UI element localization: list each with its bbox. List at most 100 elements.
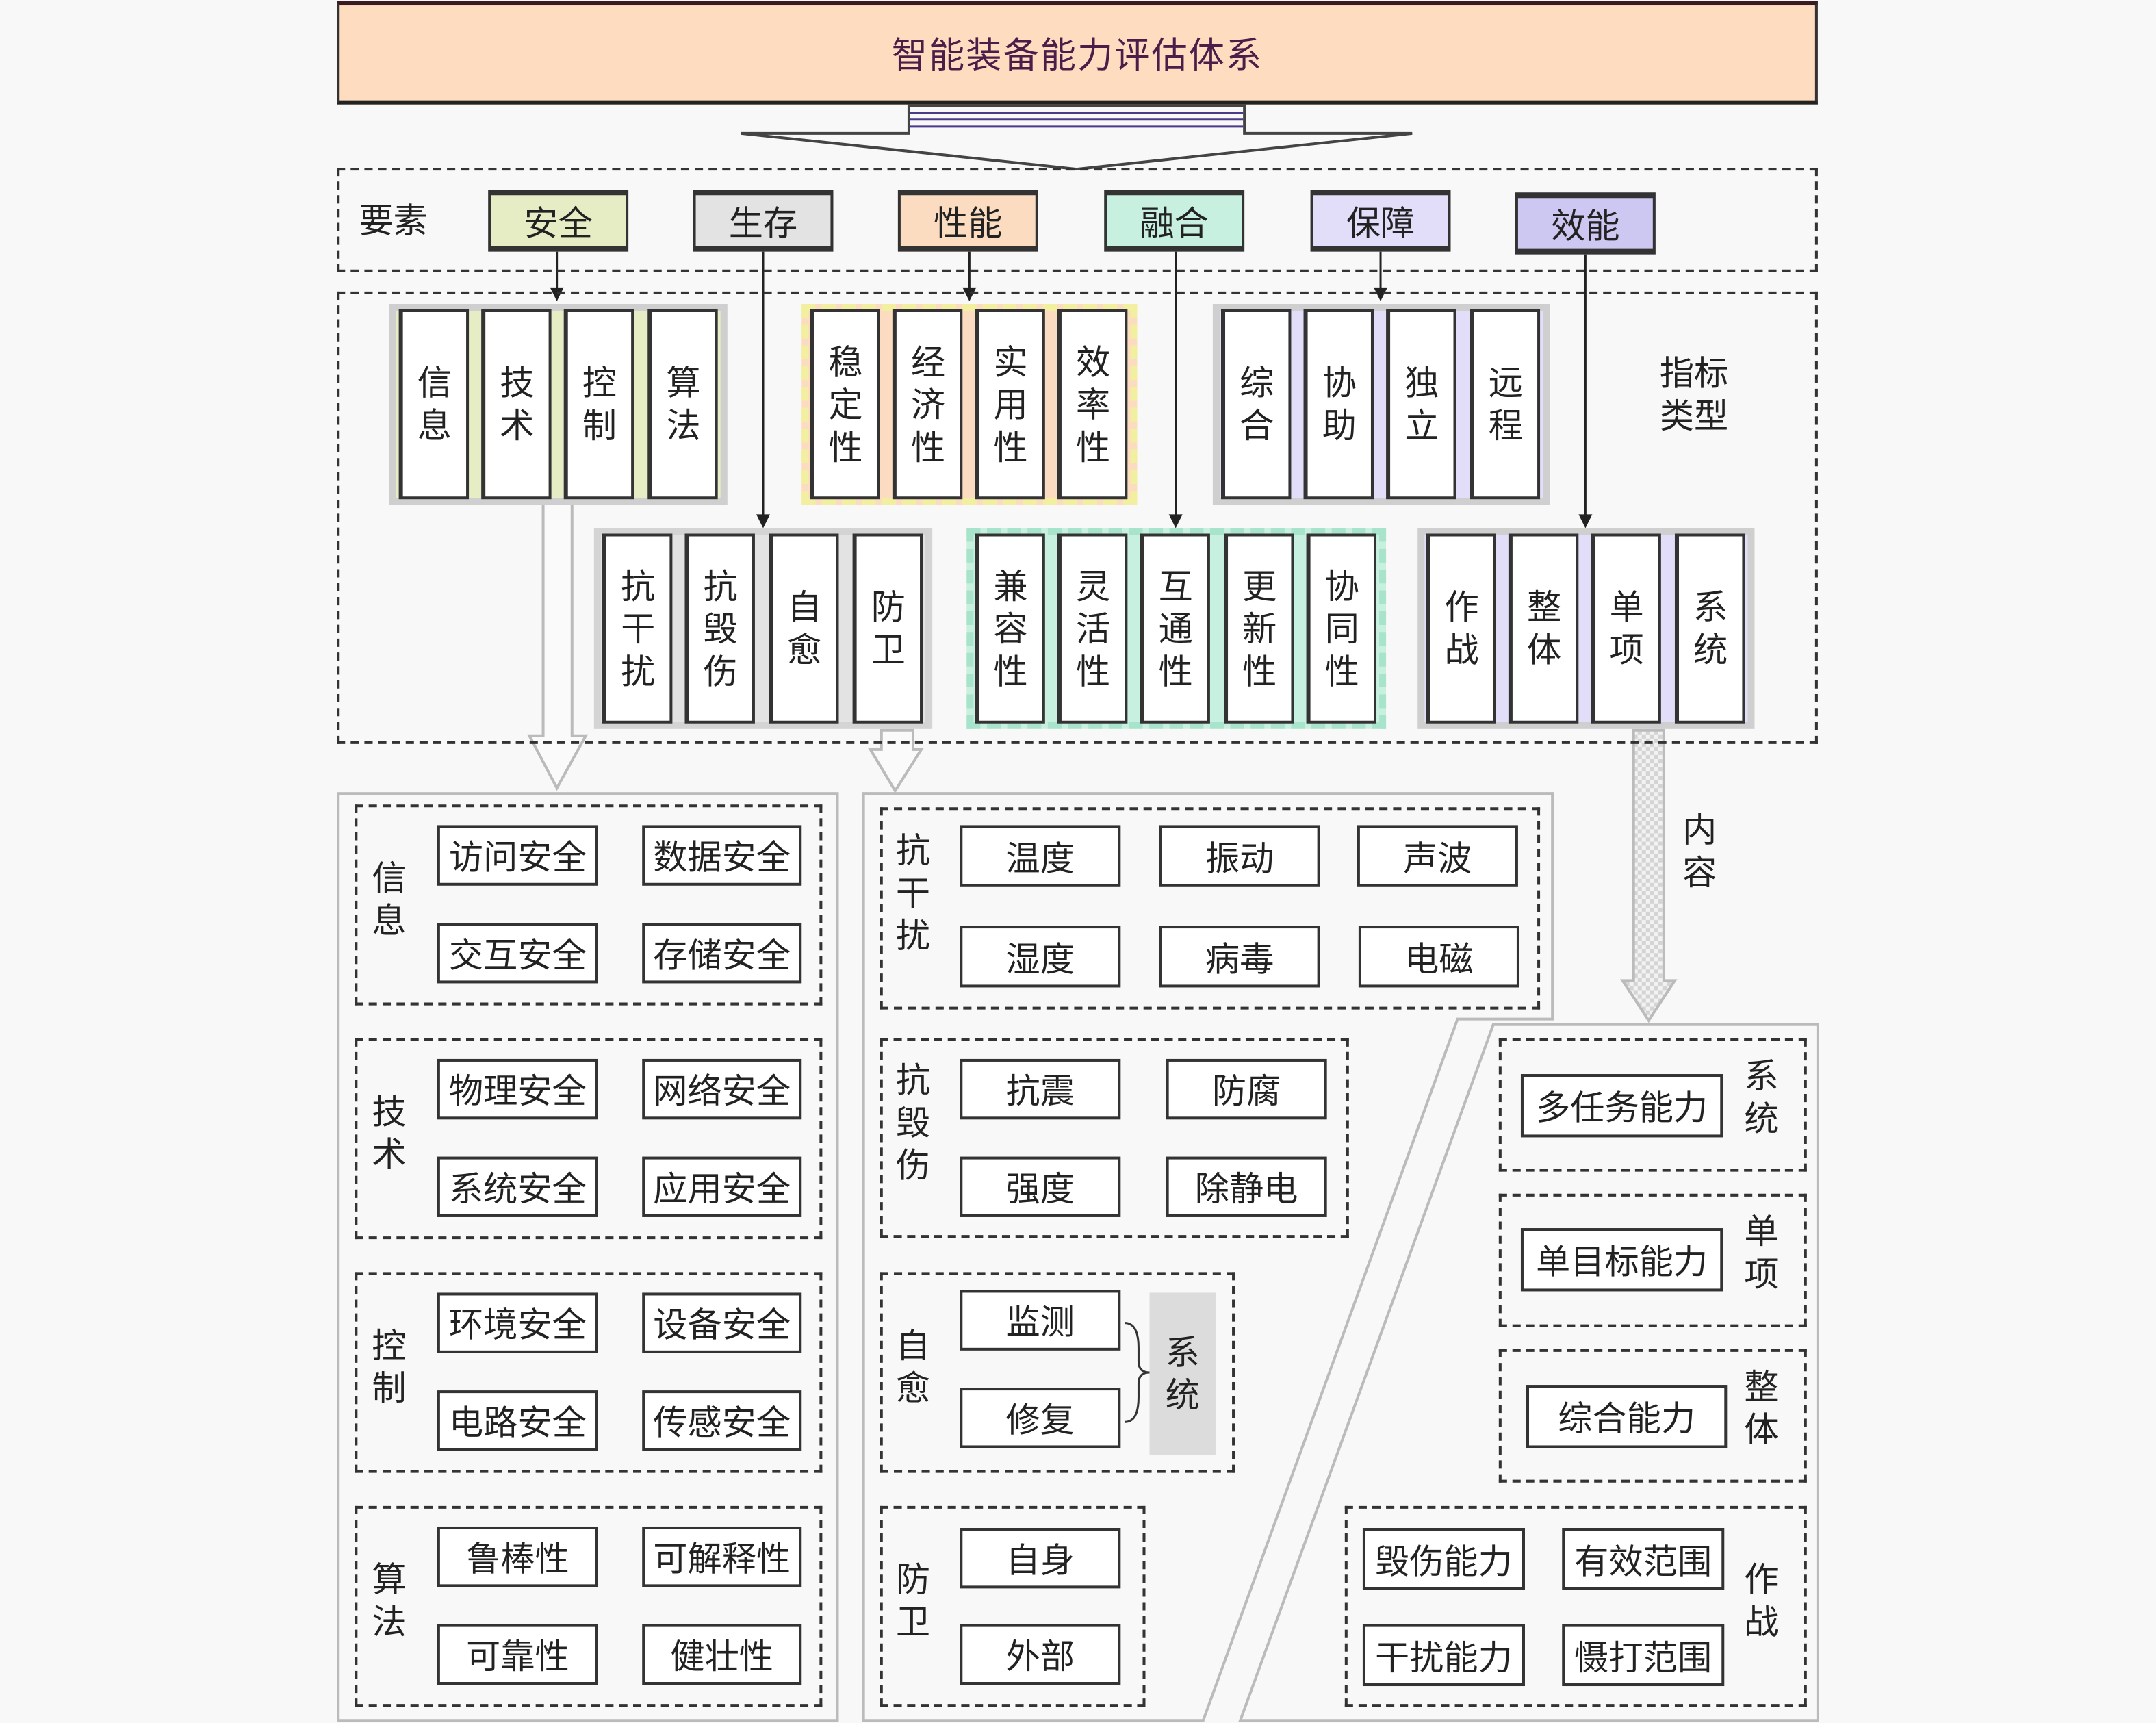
content-item-label: 除静电: [1194, 1169, 1298, 1209]
content-item-label: 多任务能力: [1536, 1088, 1708, 1128]
content-item: 电磁: [1358, 926, 1519, 988]
content-item-label: 可靠性: [466, 1636, 569, 1676]
safety-section-label-text: 控制: [372, 1325, 407, 1409]
content-item-label: 慑打范围: [1574, 1637, 1712, 1677]
content-item: 应用安全: [642, 1156, 802, 1217]
content-item-label: 声波: [1403, 838, 1472, 878]
indicator-item-label: 单项: [1609, 587, 1644, 670]
indicator-item-label: 系统: [1693, 587, 1728, 670]
indicator-item-label: 独立: [1404, 363, 1439, 446]
element-6-label: 效能: [1551, 205, 1620, 246]
main-down-arrow: [741, 104, 1413, 171]
system-group-box: 系统: [1149, 1292, 1216, 1455]
content-item-label: 设备安全: [653, 1305, 791, 1345]
indicator-item: 兼容性: [975, 533, 1045, 724]
indicator-item-label: 算法: [666, 363, 701, 446]
indicator-item: 更新性: [1224, 533, 1294, 724]
content-item-label: 系统安全: [448, 1169, 587, 1209]
indicator-item-label: 综合: [1240, 363, 1274, 446]
content-item: 交互安全: [437, 923, 598, 984]
content-item-label: 单目标能力: [1536, 1242, 1708, 1282]
element-3-label: 性能: [934, 203, 1003, 243]
indicator-item: 抗干扰: [602, 533, 673, 724]
element-5: 保障: [1310, 190, 1451, 252]
survival-content-panel: [862, 792, 1554, 1722]
indicator-item: 控制: [563, 309, 634, 500]
safety-section: [355, 1272, 823, 1473]
element-1-label: 安全: [524, 203, 593, 243]
survival-section: [880, 1272, 1235, 1473]
indicator-item-label: 灵活性: [1076, 565, 1111, 691]
indicator-types-label: 指标类型: [1650, 352, 1738, 440]
survival-section-label-text: 自愈: [895, 1325, 931, 1409]
content-item-label: 毁伤能力: [1374, 1541, 1513, 1581]
indicator-item: 信息: [398, 309, 470, 500]
element-3: 性能: [897, 190, 1038, 252]
indicator-item: 作战: [1426, 533, 1496, 724]
content-item: 防腐: [1166, 1058, 1327, 1120]
indicator-item-label: 协同性: [1324, 565, 1359, 691]
indicator-item-label: 协助: [1322, 363, 1357, 446]
element-4-label: 融合: [1140, 203, 1209, 243]
effectiveness-section-label-text: 单项: [1744, 1211, 1779, 1294]
indicator-item: 灵活性: [1057, 533, 1128, 724]
content-item: 声波: [1357, 825, 1518, 887]
content-item-label: 外部: [1005, 1636, 1075, 1676]
content-item-label: 物理安全: [448, 1071, 587, 1112]
indicator-item-label: 作战: [1444, 587, 1479, 670]
content-item: 病毒: [1159, 926, 1320, 988]
survival-section: [880, 807, 1541, 1010]
content-item-label: 访问安全: [448, 837, 587, 878]
content-item: 抗震: [960, 1058, 1121, 1120]
safety-content-panel: [337, 792, 839, 1722]
indicator-item: 实用性: [975, 309, 1045, 500]
content-item-label: 应用安全: [653, 1169, 791, 1209]
indicator-item: 技术: [481, 309, 552, 500]
indicator-item: 防卫: [852, 533, 923, 724]
indicator-item-label: 经济性: [910, 342, 946, 468]
elements-row: [337, 168, 1818, 272]
effectiveness-section-label-text: 整体: [1744, 1366, 1779, 1450]
arrow-effectiveness-head: [1578, 514, 1593, 528]
content-item-label: 振动: [1205, 838, 1274, 878]
elements-label: 要素: [352, 199, 435, 243]
content-item: 可靠性: [437, 1624, 598, 1685]
content-item-label: 存储安全: [653, 935, 791, 975]
indicator-item-label: 远程: [1488, 363, 1523, 446]
indicator-item-label: 稳定性: [828, 342, 863, 468]
effectiveness-content-panel: [1238, 1023, 1819, 1722]
content-item: 数据安全: [642, 825, 802, 886]
element-4: 融合: [1104, 190, 1245, 252]
content-item-label: 病毒: [1205, 939, 1274, 979]
content-item-label: 传感安全: [653, 1403, 791, 1443]
effectiveness-section: [1498, 1193, 1807, 1327]
content-item: 自身: [960, 1527, 1121, 1589]
effectiveness-section: [1344, 1505, 1807, 1707]
indicator-item-label: 整体: [1526, 587, 1562, 670]
content-item-label: 自身: [1005, 1540, 1075, 1581]
content-arrow-safety: [527, 502, 589, 791]
effectiveness-section-label: 整体: [1742, 1366, 1780, 1451]
content-item: 系统安全: [437, 1156, 598, 1217]
content-item: 物理安全: [437, 1058, 598, 1120]
safety-section: [355, 804, 823, 1006]
effectiveness-section-label: 系统: [1742, 1055, 1780, 1140]
content-item: 有效范围: [1562, 1527, 1725, 1590]
indicator-item-label: 信息: [417, 363, 452, 446]
survival-section-label: 自愈: [894, 1325, 932, 1410]
content-item-label: 抗震: [1005, 1071, 1075, 1112]
arrow-survival-head: [756, 514, 771, 528]
content-item-label: 健壮性: [670, 1636, 774, 1676]
content-item: 存储安全: [642, 923, 802, 984]
survival-section-label: 防卫: [894, 1558, 932, 1644]
safety-section-label-text: 算法: [372, 1559, 407, 1642]
content-arrow-survival: [868, 728, 924, 794]
content-item: 健壮性: [642, 1624, 802, 1685]
indicator-item: 整体: [1508, 533, 1579, 724]
content-item-label: 电磁: [1404, 939, 1474, 979]
content-item-label: 防腐: [1211, 1071, 1281, 1112]
indicator-item: 经济性: [892, 309, 963, 500]
content-item: 设备安全: [642, 1292, 802, 1353]
safety-section-label: 信息: [370, 857, 408, 943]
survival-section-label: 抗干扰: [894, 829, 932, 957]
